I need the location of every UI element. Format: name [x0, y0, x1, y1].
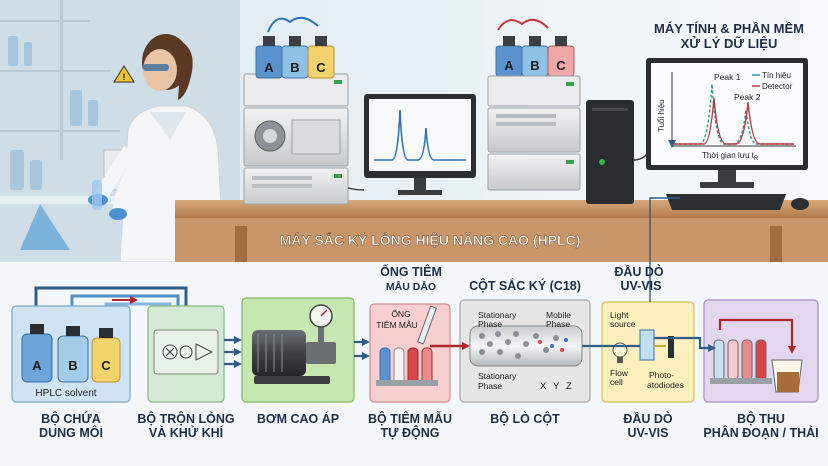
reservoir-label-c: C: [101, 358, 111, 373]
caption-column-oven: BỘ LÒ CỘT: [460, 412, 590, 426]
bottle-label-a-right: A: [504, 58, 514, 73]
syringe-label-line-1: ỐNG: [391, 308, 410, 319]
caption-line: DUNG MÔI: [39, 426, 103, 440]
bottle-label-b: B: [290, 60, 299, 75]
column-title: CỘT SẮC KÝ (C18): [469, 278, 581, 293]
photodiodes-1: Photo-: [649, 370, 674, 380]
injector-title-2: MẪU DẪO: [386, 280, 436, 293]
peak-2-label: Peak 2: [734, 92, 761, 102]
caption-line: BỘ TRỘN LỎNG: [137, 412, 235, 426]
hplc-instrument-right: A B C: [487, 18, 581, 191]
banner-title: MÁY SẮC KÝ LỎNG HIỆU NĂNG CAO (HPLC): [280, 231, 581, 248]
y-axis-label: Tuổi hiệu: [657, 99, 666, 132]
bottle-label-b-right: B: [530, 58, 539, 73]
mobile-phase-2: Phase: [546, 319, 570, 329]
caption-mixer-degasser: BỘ TRỘN LỎNG VÀ KHỬ KHÍ: [132, 412, 240, 440]
caption-line: VÀ KHỬ KHÍ: [148, 426, 224, 440]
caption-line: TỰ ĐỘNG: [380, 426, 440, 440]
detector-title-1: ĐẦU DÒ: [614, 264, 664, 279]
light-source-2: source: [610, 319, 636, 329]
injector-title-1: ỐNG TIÊM: [380, 264, 442, 279]
stationary-phase-top-2: Phase: [478, 319, 502, 329]
bottle-label-a: A: [264, 60, 274, 75]
syringe-label-line-2: TIÊM MẪU: [376, 319, 418, 330]
reservoir-label-a: A: [32, 358, 42, 373]
module-high-pressure-pump: [241, 297, 355, 403]
hplc-instrument-left: [243, 73, 349, 205]
stationary-phase-bottom-1: Stationary: [478, 371, 517, 381]
caption-line: BƠM CAO ÁP: [256, 412, 340, 426]
peak-1-label: Peak 1: [714, 72, 741, 82]
legend-detector: Detector: [762, 82, 793, 91]
caption-line: PHÂN ĐOẠN / THẢI: [703, 426, 819, 440]
caption-detector: ĐẦU DÒ UV-VIS: [600, 412, 696, 440]
caption-line: BỘ THU: [737, 412, 785, 426]
software-title-line-2: XỬ LÝ DỮ LIỆU: [681, 36, 778, 51]
caption-fraction-collector: BỘ THU PHÂN ĐOẠN / THẢI: [696, 412, 826, 440]
x-axis-label: Thời gian lưu tR: [702, 151, 759, 162]
flow-cell-2: cell: [610, 377, 623, 387]
analyte-z: Z: [566, 381, 572, 392]
analyte-x: X: [540, 381, 547, 392]
photodiodes-2: atodiodes: [647, 380, 684, 390]
caption-pump: BƠM CAO ÁP: [242, 412, 354, 426]
hplc-solvent-label: HPLC solvent: [35, 388, 96, 399]
module-solvent-reservoir: A B C HPLC solvent: [11, 305, 131, 403]
legend-signal: Tín hiệu: [762, 71, 791, 80]
module-mixer-degasser: [147, 305, 225, 403]
mobile-phase-1: Mobile: [546, 310, 571, 320]
flow-connections: [224, 197, 716, 368]
caption-line: BỘ LÒ CỘT: [490, 412, 560, 426]
monitor-right: Peak 1 Peak 2 Tín hiệu Detector Tuổi hiệ…: [646, 58, 809, 210]
caption-line: BỘ TIÊM MẪU: [367, 412, 453, 426]
light-source-1: Light: [610, 310, 629, 320]
detector-title-2: UV-VIS: [621, 279, 662, 293]
caption-solvent-reservoir: BỘ CHỨA DUNG MÔI: [8, 412, 134, 440]
bottle-label-c: C: [316, 60, 326, 75]
caption-line: ĐẦU DÒ: [623, 412, 673, 426]
module-column-oven: Stationary Phase Mobile Phase Stationary…: [459, 299, 591, 403]
module-fraction-collector: [703, 299, 819, 403]
bottle-label-c-right: C: [556, 58, 566, 73]
flow-cell-1: Flow: [610, 368, 629, 378]
stationary-phase-bottom-2: Phase: [478, 381, 502, 391]
module-autosampler: ỐNG TIÊM MẪU: [369, 303, 451, 403]
bottles-left: A B C: [255, 16, 335, 79]
analyte-y: Y: [553, 381, 560, 392]
software-title-line-1: MÁY TÍNH & PHẦN MỀM: [654, 21, 804, 36]
module-uv-vis-detector: Light source Flow cell Photo- atodiodes: [601, 301, 695, 403]
svg-text:!: !: [123, 72, 126, 82]
monitor-middle: [347, 94, 476, 195]
caption-line: UV-VIS: [627, 426, 669, 440]
reservoir-label-b: B: [68, 358, 77, 373]
caption-autosampler: BỘ TIÊM MẪU TỰ ĐỘNG: [356, 412, 464, 440]
stationary-phase-top-1: Stationary: [478, 310, 517, 320]
caption-line: BỘ CHỨA: [41, 412, 101, 426]
